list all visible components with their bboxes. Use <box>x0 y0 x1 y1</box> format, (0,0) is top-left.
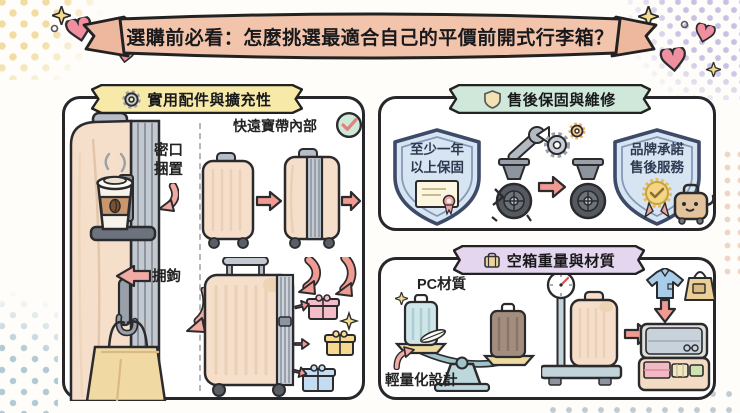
suitcase-icon <box>483 252 500 268</box>
polka-dots-right-edge <box>721 148 740 280</box>
suitcase-on-scale <box>569 290 619 368</box>
heart-icon <box>695 22 716 43</box>
panel-warranty-header: 售後保固與維修 <box>449 84 651 114</box>
warranty-shield-illustration <box>393 128 481 226</box>
lightweight-design-label: 輕量化設計 <box>385 373 458 389</box>
title-banner: 選購前必看：怎麼挑選最適合自己的平價前開式行李箱？ <box>78 5 662 65</box>
arrow-to-gift <box>294 299 310 312</box>
open-suitcase-illustration <box>637 322 711 392</box>
front-opening-demo-illustration <box>201 148 361 249</box>
brand-promise-label: 品牌承諾 售後服務 <box>630 142 684 176</box>
shirt-icon <box>646 268 684 299</box>
cup-holder-label: 密口捆置 <box>154 143 183 178</box>
open-front-suitcase <box>283 148 341 249</box>
big-suitcase <box>203 257 295 397</box>
polka-dots-bottom-left <box>0 280 58 413</box>
sparkle-icon <box>706 62 721 77</box>
arrow-right <box>255 190 283 212</box>
gift-box-blue <box>300 364 336 392</box>
panel-warranty: 售後保固與維修 至少一年 以上保固 <box>378 96 716 231</box>
gear-small-icon <box>568 122 586 140</box>
sparkle-icon <box>395 292 408 305</box>
shield-icon <box>484 89 502 109</box>
arrow-curved-down <box>298 257 321 295</box>
panel-accessories: 實用配件與擴充性 密口捆置 <box>62 96 365 401</box>
header-ribbon-shape <box>453 245 645 275</box>
page-title: 選購前必看：怎麼挑選最適合自己的平價前開式行李箱？ <box>126 27 614 49</box>
panel-weight-title: 空箱重量與材質 <box>506 252 616 270</box>
arrow-down <box>653 298 677 324</box>
header-ribbon-shape <box>91 84 303 114</box>
quick-access-label: 快遠寶帶內部 <box>233 118 317 134</box>
gear-icon <box>122 89 142 109</box>
sparkle-icon <box>638 6 659 27</box>
arrow-to-balance <box>393 346 415 370</box>
heart-icon <box>659 46 686 73</box>
arrow-to-gift <box>294 338 310 350</box>
check-circle-icon <box>335 111 363 139</box>
weighing-packing-illustration <box>541 268 715 392</box>
closed-suitcase <box>201 152 255 249</box>
tote-bag-icon <box>684 271 715 301</box>
ring-dot-icon <box>680 20 689 29</box>
feather-icon <box>420 328 447 344</box>
arrow-to-cup-holder <box>158 183 179 212</box>
arrow-right <box>537 175 567 199</box>
panel-accessories-title: 實用配件與擴充性 <box>147 91 272 109</box>
weighing-scale <box>541 270 623 386</box>
ribbon-shape <box>82 12 658 60</box>
shopping-bag-illustration <box>85 320 167 401</box>
suitcase-mascot-illustration <box>673 183 715 225</box>
ring-dot-icon <box>50 24 59 33</box>
panel-weight-material: 空箱重量與材質 PC材質 輕量化設計 <box>378 257 716 400</box>
panel-warranty-title: 售後保固與維修 <box>507 91 616 109</box>
heavy-suitcase <box>489 302 527 359</box>
wheel-repair-illustration <box>491 122 607 222</box>
panel-accessories-header: 實用配件與擴充性 <box>91 84 303 114</box>
arrow-to-gift <box>291 366 308 378</box>
gear-icon <box>544 132 570 158</box>
suitcase-with-gifts-illustration <box>203 257 360 397</box>
hook-illustration <box>115 277 139 337</box>
arrow-curved-down <box>335 257 357 297</box>
hook-label: 拥鉤 <box>152 269 181 285</box>
gift-box-pink <box>306 294 340 320</box>
cup-holder-illustration <box>89 152 157 242</box>
broken-wheel-illustration <box>491 158 533 222</box>
repaired-wheel-illustration <box>569 158 607 220</box>
arrow-to-hook <box>115 265 151 287</box>
arrow-right-small <box>340 190 361 212</box>
pc-material-label: PC材質 <box>417 277 467 293</box>
wrench-icon <box>507 126 550 163</box>
dashed-divider <box>199 123 201 391</box>
medal-icon <box>642 178 672 219</box>
panel-weight-header: 空箱重量與材質 <box>453 245 645 275</box>
certificate-icon <box>415 180 459 216</box>
warranty-duration-label: 至少一年 以上保固 <box>410 142 464 176</box>
sparkle-icon <box>52 6 71 25</box>
gift-box-yellow <box>324 330 356 356</box>
sparkle-icon <box>338 310 360 332</box>
balance-scale-illustration <box>394 294 536 392</box>
suitcase-side-illustration <box>69 111 167 401</box>
